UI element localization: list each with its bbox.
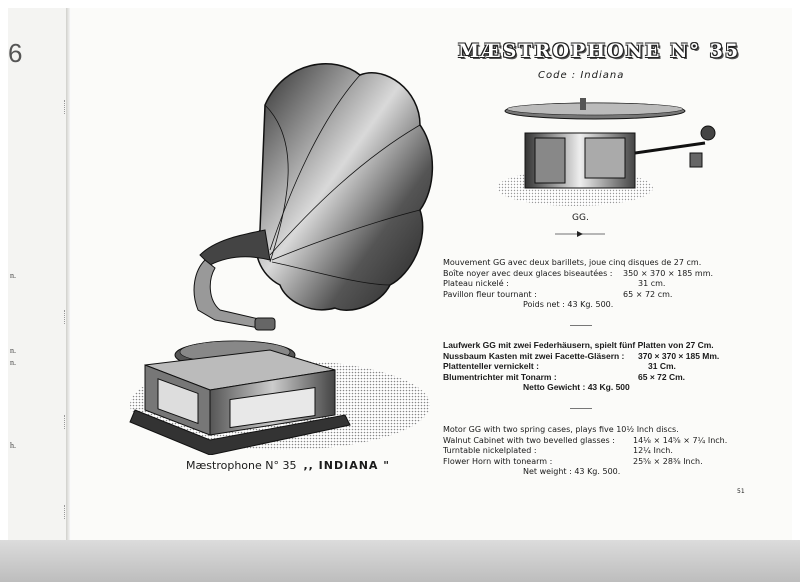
spec-label: Walnut Cabinet with two bevelled glasses… [443,435,615,445]
gramophone-illustration [129,63,434,455]
mechanism-label: GG. [572,213,589,223]
spec-label: Turntable nickelplated : [443,446,537,455]
spec-value: 31 Cm. [648,361,676,371]
spec-label: Boîte noyer avec deux glaces biseautées … [443,268,613,278]
binding-stitch [64,310,69,324]
binding-stitch [64,505,69,519]
spec-total: Poids net : 43 Kg. 500. [523,300,614,309]
spec-value: 65 × 72 cm. [623,289,673,299]
spec-value: 370 × 370 × 185 Mm. [638,350,720,361]
spec-label: Nussbaum Kasten mit zwei Facette-Gläsern… [443,350,625,361]
caption-name: ,, INDIANA " [303,459,391,472]
left-page-mark: h. [10,441,16,450]
section-divider [570,408,592,409]
spec-value: 31 cm. [638,279,666,288]
binding-stitch [64,415,69,429]
spec-label: Motor GG with two spring cases, plays fi… [443,425,679,434]
spec-value: 65 × 72 Cm. [638,371,686,382]
spec-label: Blumentrichter mit Tonarm : [443,371,557,382]
spec-label: Plateau nickelé : [443,279,509,288]
spec-label: Mouvement GG avec deux barillets, joue c… [443,258,702,267]
spec-value: 14⅛ × 14⅝ × 7¼ Inch. [633,435,728,445]
left-page-edge: 6 n. n. n. h. [8,8,67,543]
caption-model: Mæstrophone N° 35 [186,459,297,472]
left-page-digit: 6 [8,38,23,68]
page-bottom-shadow [0,540,800,582]
page-title: MÆSTROPHONE N° 35 [458,40,741,62]
spec-value: 350 × 370 × 185 mm. [623,268,714,278]
code-line: Code : Indiana [538,70,625,81]
spec-label: Laufwerk GG mit zwei Federhäusern, spiel… [443,340,714,350]
spec-total: Net weight : 43 Kg. 500. [523,467,621,476]
left-page-mark: n. [10,346,16,355]
divider-ornament [555,231,605,237]
spec-value: 25⅝ × 28⅜ Inch. [633,456,703,466]
binding-stitch [64,100,69,114]
illustration-caption: Mæstrophone N° 35 ,, INDIANA " [186,459,390,472]
spec-total: Netto Gewicht : 43 Kg. 500 [523,382,630,392]
spec-label: Plattenteller vernickelt : [443,361,539,371]
page-number: 51 [737,488,745,495]
left-page-mark: n. [10,271,16,280]
catalog-page [71,8,792,543]
book-gutter [66,8,71,543]
section-divider [570,325,592,326]
spec-label: Flower Horn with tonearm : [443,456,553,466]
spec-label: Pavillon fleur tournant : [443,289,537,299]
left-page-mark: n. [10,358,16,367]
mechanism-illustration [497,98,716,206]
spec-value: 12¼ Inch. [633,446,673,455]
